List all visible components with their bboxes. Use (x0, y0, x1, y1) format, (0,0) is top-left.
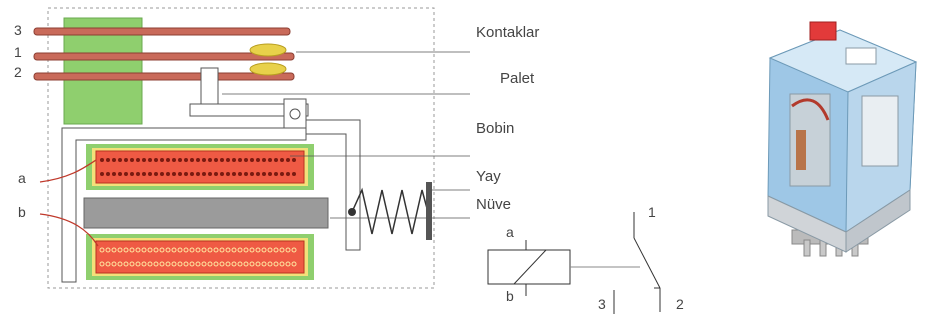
coil-upper-winding (96, 151, 304, 183)
pallet-pusher (201, 68, 218, 104)
winding-dot (220, 158, 224, 162)
winding-dot (232, 172, 236, 176)
winding-dot (292, 172, 296, 176)
schematic-coil-box (488, 250, 570, 284)
winding-dot (268, 158, 272, 162)
winding-dot (154, 172, 158, 176)
armature-frame (306, 120, 360, 250)
winding-dot (130, 172, 134, 176)
winding-dot (202, 172, 206, 176)
winding-dot (274, 158, 278, 162)
coil-terminal-b: b (18, 204, 26, 220)
winding-dot (148, 158, 152, 162)
label-core: Nüve (476, 196, 511, 213)
spring-stop-plate (426, 182, 432, 240)
contact-number-1: 1 (14, 44, 22, 60)
contact-number-3: 3 (14, 22, 22, 38)
winding-dot (124, 172, 128, 176)
contact-number-2: 2 (14, 64, 22, 80)
contact-dot-upper (250, 44, 286, 56)
relay-product-photo (768, 22, 916, 256)
spring-anchor (348, 208, 356, 216)
winding-dot (286, 158, 290, 162)
schematic-label-3: 3 (598, 296, 606, 312)
winding-dot (250, 172, 254, 176)
schematic-label-2: 2 (676, 296, 684, 312)
winding-dot (148, 172, 152, 176)
coil-terminal-a: a (18, 170, 26, 186)
winding-dot (238, 172, 242, 176)
winding-dot (178, 172, 182, 176)
winding-dot (184, 158, 188, 162)
label-contacts: Kontaklar (476, 24, 539, 41)
coil-lower-winding (96, 241, 304, 273)
winding-dot (118, 172, 122, 176)
winding-dot (232, 158, 236, 162)
winding-dot (124, 158, 128, 162)
contact-strip-3 (34, 28, 290, 35)
winding-dot (142, 158, 146, 162)
label-spring: Yay (476, 168, 501, 185)
label-coil: Bobin (476, 120, 514, 137)
contact-strip-2 (34, 73, 294, 80)
winding-dot (100, 172, 104, 176)
schematic-label-1: 1 (648, 204, 656, 220)
winding-dot (184, 172, 188, 176)
winding-dot (130, 158, 134, 162)
winding-dot (112, 172, 116, 176)
schematic-label-b: b (506, 288, 514, 304)
winding-dot (172, 172, 176, 176)
winding-dot (256, 172, 260, 176)
winding-dot (118, 158, 122, 162)
winding-dot (280, 172, 284, 176)
contact-dot-lower (250, 63, 286, 75)
winding-dot (112, 158, 116, 162)
winding-dot (106, 158, 110, 162)
winding-dot (244, 158, 248, 162)
winding-dot (160, 172, 164, 176)
winding-dot (262, 158, 266, 162)
winding-dot (106, 172, 110, 176)
winding-dot (220, 172, 224, 176)
winding-dot (136, 158, 140, 162)
pivot-hole (290, 109, 300, 119)
winding-dot (166, 172, 170, 176)
winding-dot (292, 158, 296, 162)
winding-dot (208, 158, 212, 162)
winding-dot (166, 158, 170, 162)
schematic-contact-arm (634, 238, 660, 288)
winding-dot (160, 158, 164, 162)
winding-dot (172, 158, 176, 162)
winding-dot (214, 172, 218, 176)
winding-dot (190, 172, 194, 176)
winding-dot (238, 158, 242, 162)
winding-dot (244, 172, 248, 176)
winding-dot (268, 172, 272, 176)
winding-dot (286, 172, 290, 176)
winding-dot (202, 158, 206, 162)
winding-dot (142, 172, 146, 176)
winding-dot (190, 158, 194, 162)
winding-dot (256, 158, 260, 162)
core-bar (84, 198, 328, 228)
winding-dot (226, 172, 230, 176)
winding-dot (274, 172, 278, 176)
winding-dot (280, 158, 284, 162)
winding-dot (154, 158, 158, 162)
winding-dot (196, 172, 200, 176)
winding-dot (250, 158, 254, 162)
winding-dot (226, 158, 230, 162)
label-pallet: Palet (500, 70, 534, 87)
winding-dot (178, 158, 182, 162)
winding-dot (262, 172, 266, 176)
winding-dot (136, 172, 140, 176)
spring (352, 190, 428, 234)
winding-dot (196, 158, 200, 162)
winding-dot (100, 158, 104, 162)
schematic-label-a: a (506, 224, 514, 240)
winding-dot (208, 172, 212, 176)
winding-dot (214, 158, 218, 162)
